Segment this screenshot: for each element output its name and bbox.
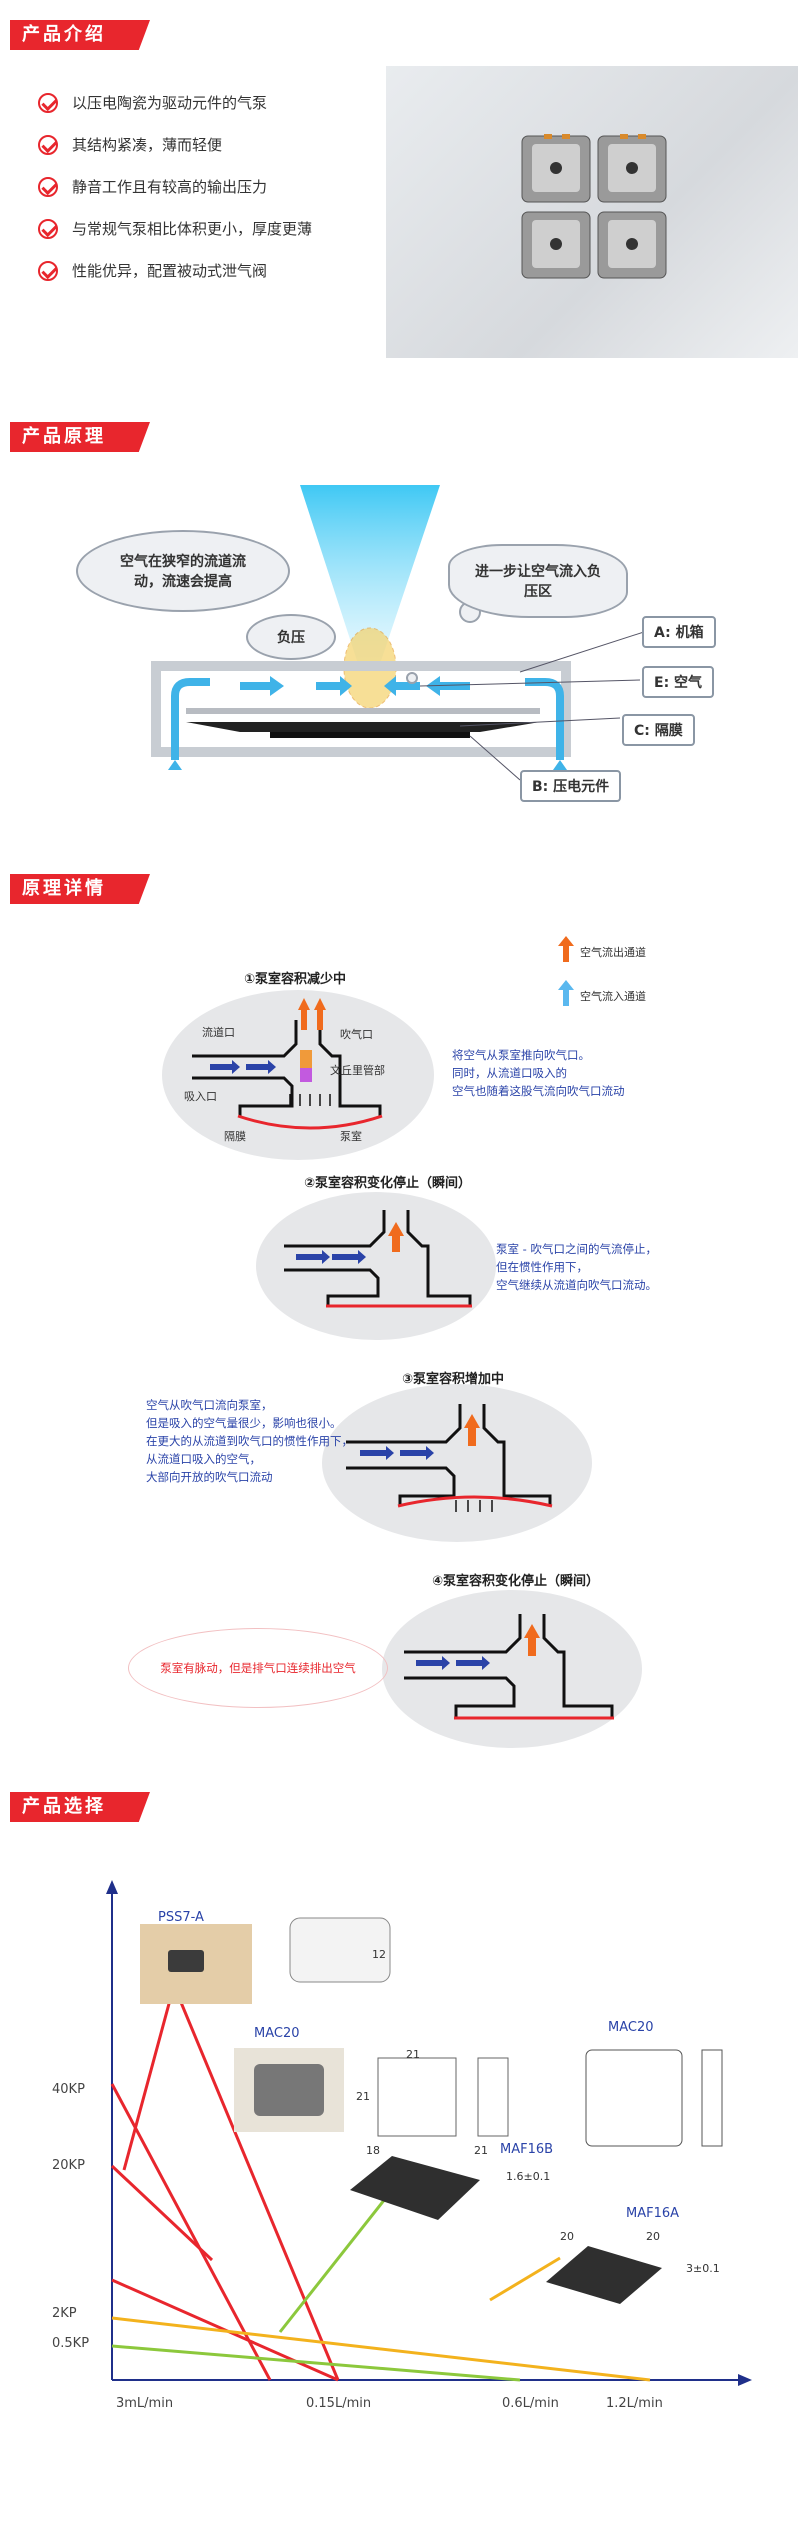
dim-label: 21 — [406, 2048, 420, 2061]
step2-diagram — [284, 1210, 472, 1308]
step3-desc: 空气从吹气口流向泵室，但是吸入的空气量很少，影响也很小。在更大的从流道到吹气口的… — [146, 1398, 353, 1484]
section-title-detail: 原理详情 — [10, 874, 150, 904]
label-housing: A: 机箱 — [642, 616, 716, 648]
check-icon — [38, 134, 58, 155]
label-diaphragm: C: 隔膜 — [622, 714, 695, 746]
x-tick: 0.6L/min — [502, 2396, 559, 2411]
legend-inflow: 空气流入通道 — [580, 990, 646, 1003]
maf16a-pointer — [489, 2256, 561, 2302]
step1-label-channel: 流道口 — [202, 1026, 235, 1039]
product-label-mac20: MAC20 — [254, 2026, 300, 2041]
airflow-beam — [300, 485, 440, 670]
dim-label: 18 — [366, 2144, 380, 2157]
y-tick: 40KP — [52, 2082, 85, 2097]
check-icon — [38, 176, 58, 197]
maf16a-drawing — [546, 2246, 662, 2304]
step4-note-ellipse: 泵室有脉动，但是排气口连续排出空气 — [128, 1628, 388, 1708]
step3-diagram — [346, 1404, 553, 1512]
step3-ellipse — [322, 1384, 592, 1542]
step1-desc: 将空气从泵室推向吹气口。同时，从流道口吸入的空气也随着这股气流向吹气口流动 — [452, 1048, 625, 1098]
section-title-selection: 产品选择 — [10, 1792, 150, 1822]
piezo-element — [270, 732, 470, 738]
feature-item: 静音工作且有较高的输出压力 — [38, 176, 267, 197]
legend-outflow: 空气流出通道 — [580, 946, 646, 959]
dim-label: 21 — [356, 2090, 370, 2103]
dim-label: 21 — [474, 2144, 488, 2157]
dim-label: 1.6±0.1 — [506, 2170, 551, 2183]
mac20-line — [110, 2083, 272, 2381]
product-label-maf16b: MAF16B — [500, 2142, 554, 2157]
feature-item: 性能优异，配置被动式泄气阀 — [38, 260, 267, 281]
product-photo — [386, 66, 798, 358]
section-title-principle: 产品原理 — [10, 422, 150, 452]
y-tick: 2KP — [52, 2306, 77, 2321]
x-tick: 1.2L/min — [606, 2396, 663, 2411]
diaphragm — [186, 722, 540, 732]
feature-item: 其结构紧凑，薄而轻便 — [38, 134, 222, 155]
label-piezo: B: 压电元件 — [520, 770, 622, 802]
step1-label-blow: 吹气口 — [340, 1028, 373, 1041]
step1-diagram — [192, 998, 383, 1130]
pss7a-pointer — [122, 1999, 172, 2171]
check-icon — [38, 92, 58, 113]
label-air: E: 空气 — [642, 666, 715, 698]
dim-label: 20 — [646, 2230, 660, 2243]
mac20b-drawing — [585, 2049, 683, 2147]
step4-title: ④泵室容积变化停止（瞬间） — [432, 1574, 600, 1589]
step4-desc: 泵室有脉动，但是排气口连续排出空气 — [160, 1661, 356, 1675]
dim-label: 3±0.1 — [686, 2262, 720, 2275]
step2-ellipse — [256, 1192, 496, 1340]
dim-label: 20 — [560, 2230, 574, 2243]
dim-label: 12 — [372, 1948, 386, 1961]
check-icon — [38, 260, 58, 281]
legend-arrows — [558, 936, 574, 1006]
product-label-mac20b: MAC20 — [608, 2020, 654, 2035]
bubble-negative-pressure: 负压 — [246, 614, 336, 660]
step4-ellipse — [382, 1590, 642, 1748]
principle-diagram — [151, 485, 651, 781]
housing-frame — [151, 661, 571, 757]
step1-label-chamber: 泵室 — [340, 1130, 362, 1143]
feature-item: 与常规气泵相比体积更小，厚度更薄 — [38, 218, 312, 239]
step4-diagram — [404, 1614, 614, 1720]
diaphragm-curve — [237, 1114, 383, 1130]
y-tick: 20KP — [52, 2158, 85, 2173]
x-tick: 0.15L/min — [306, 2396, 372, 2411]
step2-desc: 泵室 - 吹气口之间的气流停止，但在惯性作用下，空气继续从流道向吹气口流动。 — [496, 1242, 657, 1292]
inflow-arrow-icon — [558, 980, 574, 1006]
mac20-pointer — [110, 2164, 214, 2262]
bubble-further-inflow: 进一步让空气流入负压区 — [448, 544, 628, 618]
outflow-arrow-icon — [558, 936, 574, 962]
step1-ellipse — [162, 990, 434, 1160]
maf16b-pointer — [278, 2179, 402, 2333]
pss7a-line-b — [178, 1999, 340, 2381]
step1-label-venturi: 文丘里管部 — [330, 1064, 385, 1077]
section-title-intro: 产品介绍 — [10, 20, 150, 50]
mac20-drawing — [377, 2057, 457, 2137]
pump-modules-image — [521, 134, 667, 279]
maf16a-line — [111, 2316, 651, 2382]
product-label-pss7a: PSS7-A — [158, 1910, 204, 1925]
step1-label-suction: 吸入口 — [184, 1090, 217, 1103]
step3-title: ③泵室容积增加中 — [402, 1372, 505, 1387]
x-tick: 3mL/min — [116, 2396, 174, 2411]
step1-label-diaphragm: 隔膜 — [224, 1130, 246, 1143]
selection-chart — [106, 1880, 752, 2386]
check-icon — [38, 218, 58, 239]
y-tick: 0.5KP — [52, 2336, 90, 2351]
step1-title: ①泵室容积减少中 — [244, 972, 347, 987]
step2-title: ②泵室容积变化停止（瞬间） — [304, 1176, 472, 1191]
feature-item: 以压电陶瓷为驱动元件的气泵 — [38, 92, 267, 113]
bubble-flow-speed: 空气在狭窄的流道流动，流速会提高 — [76, 530, 290, 612]
product-label-maf16a: MAF16A — [626, 2206, 680, 2221]
maf16b-drawing — [350, 2156, 480, 2220]
maf16b-line — [111, 2344, 521, 2382]
